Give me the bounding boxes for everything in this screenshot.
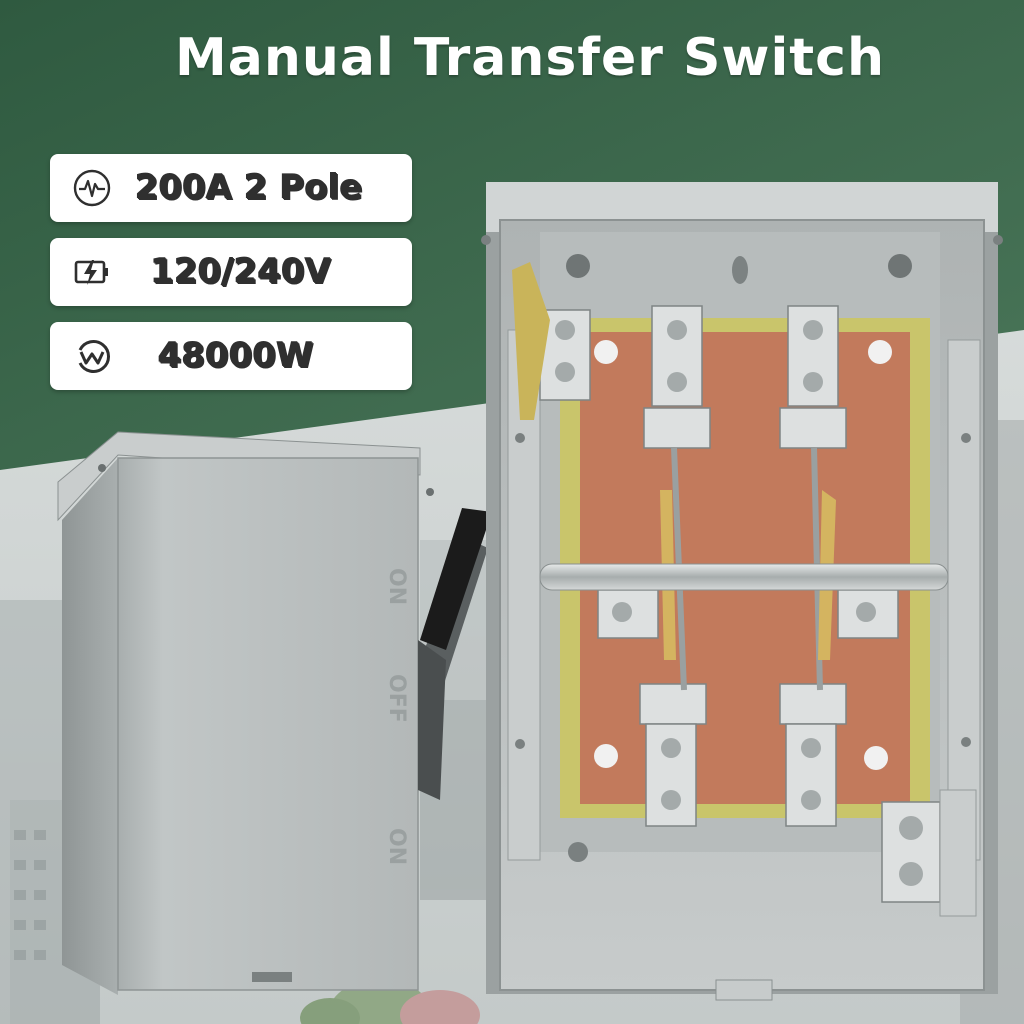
spec-card-current: 200A 2 Pole xyxy=(50,154,412,222)
spec-label: 120/240V xyxy=(150,252,332,292)
door-label-off: OFF xyxy=(384,674,409,723)
spec-card-wattage: 48000W xyxy=(50,322,412,390)
door-label-on-bottom: ON xyxy=(384,828,409,865)
pulse-icon xyxy=(73,169,111,207)
wattage-icon xyxy=(78,340,111,373)
spec-label: 48000W xyxy=(158,336,314,376)
spec-label: 200A 2 Pole xyxy=(135,168,363,208)
spec-card-voltage: 120/240V xyxy=(50,238,412,306)
page-title: Manual Transfer Switch xyxy=(174,28,885,88)
door-label-on-top: ON xyxy=(384,568,409,605)
door-label-group: ON OFF ON xyxy=(384,568,409,865)
battery-bolt-icon xyxy=(74,260,108,285)
